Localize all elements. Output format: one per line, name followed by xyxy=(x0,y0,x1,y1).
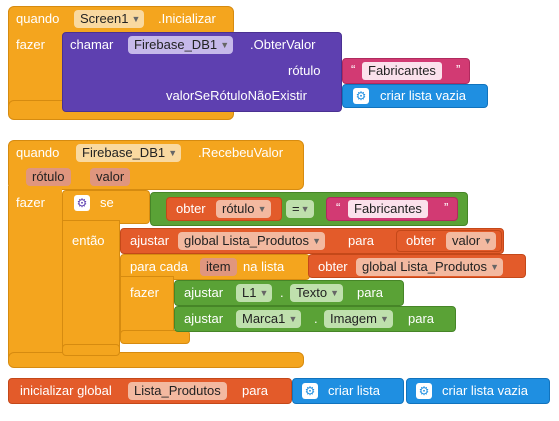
component-name: Firebase_DB1 xyxy=(134,37,218,52)
do-label: fazer xyxy=(16,195,45,210)
gear-icon[interactable]: ⚙ xyxy=(302,383,318,399)
then-label: então xyxy=(72,233,105,248)
component-dropdown-l1[interactable]: L1▼ xyxy=(236,284,273,302)
set-label: ajustar xyxy=(184,285,224,300)
if-block-footer xyxy=(62,344,120,356)
chevron-down-icon: ▼ xyxy=(380,314,389,324)
event-param-valor[interactable]: valor xyxy=(90,168,131,186)
foreach-block-footer xyxy=(120,330,190,344)
when-label: quando xyxy=(16,11,60,26)
chevron-down-icon: ▼ xyxy=(288,314,298,324)
chevron-down-icon: ▼ xyxy=(168,148,178,158)
foreach-label: para cada xyxy=(130,259,188,274)
gear-icon[interactable]: ⚙ xyxy=(74,195,90,211)
set-l1-text-block[interactable] xyxy=(174,280,404,306)
property-name: Imagem xyxy=(330,311,377,326)
chevron-down-icon: ▼ xyxy=(483,236,493,246)
to-label: para xyxy=(242,383,269,398)
variable-name: global Lista_Produtos xyxy=(184,233,310,248)
in-list-label: na lista xyxy=(243,259,285,274)
variable-dropdown-global[interactable]: global Lista_Produtos▼ xyxy=(178,232,326,250)
chevron-down-icon: ▼ xyxy=(257,204,267,214)
chevron-down-icon: ▼ xyxy=(259,288,269,298)
when-label: quando xyxy=(16,145,60,160)
component-name: Screen1 xyxy=(80,11,129,26)
open-quote-icon: “ xyxy=(336,200,341,215)
global-name-field[interactable]: Lista_Produtos xyxy=(128,382,227,400)
event-block-rail xyxy=(8,30,62,106)
create-empty-list-label: criar lista vazia xyxy=(442,383,528,398)
close-quote-icon: ” xyxy=(444,200,449,215)
component-name: Marca1 xyxy=(242,311,286,326)
chevron-down-icon: ▼ xyxy=(131,14,141,24)
component-dropdown-marca1[interactable]: Marca1▼ xyxy=(236,310,302,328)
close-quote-icon: ” xyxy=(456,62,461,77)
to-label: para xyxy=(348,233,375,248)
to-label: para xyxy=(357,285,384,300)
component-name: Firebase_DB1 xyxy=(82,145,166,160)
variable-name: valor xyxy=(452,233,481,248)
text-value[interactable]: Fabricantes xyxy=(362,62,442,80)
event-block-rail xyxy=(8,186,62,358)
to-label: para xyxy=(408,311,435,326)
foreach-item-var[interactable]: item xyxy=(200,258,237,276)
operator-dropdown[interactable]: =▼ xyxy=(286,200,314,218)
chevron-down-icon: ▼ xyxy=(220,40,230,50)
operator-symbol: = xyxy=(292,201,300,216)
chevron-down-icon: ▼ xyxy=(330,288,340,298)
variable-name: global Lista_Produtos xyxy=(362,259,488,274)
variable-dropdown-global-list[interactable]: global Lista_Produtos▼ xyxy=(356,258,504,276)
component-dropdown-firebase[interactable]: Firebase_DB1▼ xyxy=(128,36,234,54)
get-label: obter xyxy=(318,259,348,274)
chevron-down-icon: ▼ xyxy=(490,262,500,272)
do-label: fazer xyxy=(130,285,159,300)
gear-icon[interactable]: ⚙ xyxy=(353,88,369,104)
property-dropdown-imagem[interactable]: Imagem▼ xyxy=(324,310,393,328)
component-dropdown-screen1[interactable]: Screen1▼ xyxy=(74,10,145,28)
set-label: ajustar xyxy=(130,233,170,248)
default-param-label: valorSeRótuloNãoExistir xyxy=(166,88,307,103)
dot-separator: . xyxy=(280,285,284,300)
event-name: .Inicializar xyxy=(158,11,216,26)
property-name: Texto xyxy=(296,285,328,300)
do-label: fazer xyxy=(16,37,45,52)
dot-separator: . xyxy=(314,311,318,326)
event-block-footer xyxy=(8,352,304,368)
tag-param-label: rótulo xyxy=(288,63,321,78)
event-name: .RecebeuValor xyxy=(198,145,284,160)
if-block-rail xyxy=(62,220,120,348)
create-empty-list-label: criar lista vazia xyxy=(380,88,466,103)
chevron-down-icon: ▼ xyxy=(300,204,310,214)
init-global-label: inicializar global xyxy=(20,383,112,398)
set-marca1-image-block[interactable] xyxy=(174,306,456,332)
call-label: chamar xyxy=(70,37,114,52)
variable-name: rótulo xyxy=(222,201,255,216)
variable-dropdown-valor[interactable]: valor▼ xyxy=(446,232,497,250)
chevron-down-icon: ▼ xyxy=(312,236,322,246)
get-label: obter xyxy=(176,201,206,216)
create-list-label: criar lista xyxy=(328,383,381,398)
text-value[interactable]: Fabricantes xyxy=(348,200,428,218)
gear-icon[interactable]: ⚙ xyxy=(416,383,432,399)
component-name: L1 xyxy=(242,285,257,300)
open-quote-icon: “ xyxy=(351,62,356,77)
method-name: .ObterValor xyxy=(250,37,316,52)
if-label: se xyxy=(100,195,114,210)
get-label: obter xyxy=(406,233,436,248)
foreach-block-rail xyxy=(120,276,174,336)
set-label: ajustar xyxy=(184,311,224,326)
component-dropdown-firebase[interactable]: Firebase_DB1▼ xyxy=(76,144,182,162)
property-dropdown-texto[interactable]: Texto▼ xyxy=(290,284,344,302)
event-param-rotulo[interactable]: rótulo xyxy=(26,168,71,186)
variable-dropdown-rotulo[interactable]: rótulo▼ xyxy=(216,200,271,218)
